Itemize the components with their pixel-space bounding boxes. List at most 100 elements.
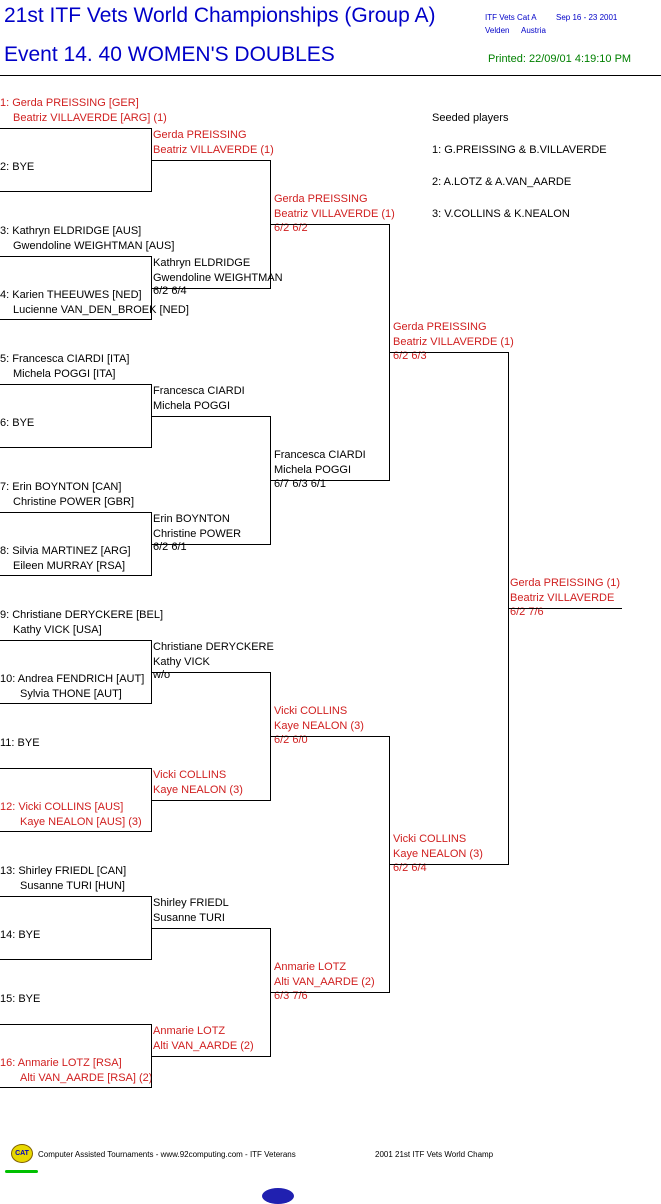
match-score: 6/2 6/1	[153, 541, 187, 553]
bracket-line	[0, 1024, 151, 1025]
entrant-name: 3: Kathryn ELDRIDGE [AUS]	[0, 225, 142, 237]
qualifier-name: Anmarie LOTZ	[274, 961, 347, 973]
entrant-name: 14: BYE	[0, 929, 41, 941]
seed-item: 2: A.LOTZ & A.VAN_AARDE	[432, 176, 572, 188]
bracket-line	[151, 416, 270, 417]
bracket-line	[270, 480, 389, 481]
bracket-line	[151, 288, 270, 289]
champion-partner: Beatriz VILLAVERDE	[510, 592, 615, 604]
bracket-line	[0, 1087, 151, 1088]
entrant-partner: Kathy VICK [USA]	[13, 624, 102, 636]
logo-underline	[5, 1170, 38, 1173]
event-title: Event 14. 40 WOMEN'S DOUBLES	[4, 43, 335, 66]
qualifier-partner: Christine POWER	[153, 528, 242, 540]
qualifier-partner: Kathy VICK	[153, 656, 210, 668]
semifinal-winner-partner: Beatriz VILLAVERDE (1)	[393, 336, 514, 348]
entrant-name: 2: BYE	[0, 161, 35, 173]
qualifier-name: Christiane DERYCKERE	[153, 641, 274, 653]
entrant-name: 9: Christiane DERYCKERE [BEL]	[0, 609, 164, 621]
bracket-line	[0, 319, 151, 320]
qualifier-partner: Michela POGGI	[274, 464, 352, 476]
bracket-line	[151, 672, 270, 673]
tournament-title: 21st ITF Vets World Championships (Group…	[4, 4, 436, 27]
qualifier-partner: Alti VAN_AARDE (2)	[153, 1040, 254, 1052]
bracket-line	[151, 160, 270, 161]
bracket-line	[508, 608, 622, 609]
entrant-name: 7: Erin BOYNTON [CAN]	[0, 481, 122, 493]
entrant-partner: Alti VAN_AARDE [RSA] (2)	[20, 1072, 153, 1084]
bracket-line	[0, 959, 151, 960]
qualifier-name: Kathryn ELDRIDGE	[153, 257, 251, 269]
bracket-line	[0, 191, 151, 192]
entrant-partner: Sylvia THONE [AUT]	[20, 688, 122, 700]
qualifier-name: Gerda PREISSING	[153, 129, 247, 141]
qualifier-partner: Beatriz VILLAVERDE (1)	[153, 144, 274, 156]
match-score: 6/2 6/3	[393, 350, 427, 362]
entrant-partner: Gwendoline WEIGHTMAN [AUS]	[13, 240, 175, 252]
qualifier-name: Erin BOYNTON	[153, 513, 230, 525]
entrant-partner: Beatriz VILLAVERDE [ARG] (1)	[13, 112, 167, 124]
seed-item: 1: G.PREISSING & B.VILLAVERDE	[432, 144, 607, 156]
country-label: Austria	[521, 26, 546, 35]
qualifier-partner: Susanne TURI	[153, 912, 225, 924]
bracket-line	[270, 992, 389, 993]
bracket-line	[270, 224, 389, 225]
entrant-name: 1: Gerda PREISSING [GER]	[0, 97, 139, 109]
entrant-partner: Susanne TURI [HUN]	[20, 880, 125, 892]
match-score: 6/2 6/4	[153, 285, 187, 297]
entrant-name: 11: BYE	[0, 737, 40, 749]
qualifier-name: Vicki COLLINS	[274, 705, 348, 717]
bracket-line	[0, 256, 151, 257]
entrant-name: 8: Silvia MARTINEZ [ARG]	[0, 545, 131, 557]
header-divider	[0, 75, 661, 76]
qualifier-partner: Kaye NEALON (3)	[153, 784, 243, 796]
entrant-name: 4: Karien THEEUWES [NED]	[0, 289, 142, 301]
cat-logo: CAT	[11, 1144, 33, 1163]
entrant-name: 10: Andrea FENDRICH [AUT]	[0, 673, 145, 685]
printed-timestamp: Printed: 22/09/01 4:19:10 PM	[488, 53, 632, 65]
match-score: 6/2 6/0	[274, 734, 308, 746]
match-score: w/o	[153, 669, 171, 681]
dates-label: Sep 16 - 23 2001	[556, 13, 618, 22]
bracket-line	[389, 352, 508, 353]
qualifier-name: Francesca CIARDI	[274, 449, 366, 461]
entrant-partner: Kaye NEALON [AUS] (3)	[20, 816, 142, 828]
bracket-line	[0, 575, 151, 576]
entrant-partner: Christine POWER [GBR]	[13, 496, 135, 508]
match-score: 6/3 7/6	[274, 990, 308, 1002]
bracket-line	[0, 447, 151, 448]
bracket-line	[389, 864, 508, 865]
city-label: Velden	[485, 26, 510, 35]
bracket-line	[0, 896, 151, 897]
qualifier-name: Francesca CIARDI	[153, 385, 245, 397]
champion-name: Gerda PREISSING (1)	[510, 577, 621, 589]
qualifier-partner: Kaye NEALON (3)	[274, 720, 364, 732]
qualifier-partner: Gwendoline WEIGHTMAN	[153, 272, 283, 284]
semifinal-winner-name: Vicki COLLINS	[393, 833, 467, 845]
qualifier-partner: Michela POGGI	[153, 400, 231, 412]
match-score: 6/7 6/3 6/1	[274, 478, 326, 490]
entrant-partner: Michela POGGI [ITA]	[13, 368, 116, 380]
bracket-line	[0, 384, 151, 385]
bracket-line	[0, 768, 151, 769]
bracket-line	[151, 928, 270, 929]
seeded-heading: Seeded players	[432, 112, 509, 124]
bracket-line	[151, 1056, 270, 1057]
entrant-name: 13: Shirley FRIEDL [CAN]	[0, 865, 127, 877]
entrant-name: 12: Vicki COLLINS [AUS]	[0, 801, 124, 813]
entrant-name: 6: BYE	[0, 417, 35, 429]
bracket-line	[0, 128, 151, 129]
qualifier-name: Gerda PREISSING	[274, 193, 368, 205]
qualifier-partner: Alti VAN_AARDE (2)	[274, 976, 375, 988]
semifinal-winner-partner: Kaye NEALON (3)	[393, 848, 483, 860]
page-logo-icon	[262, 1188, 294, 1204]
match-score: 6/2 6/4	[393, 862, 427, 874]
footer-credit: Computer Assisted Tournaments - www.92co…	[38, 1150, 296, 1159]
bracket-line	[270, 736, 389, 737]
qualifier-partner: Beatriz VILLAVERDE (1)	[274, 208, 395, 220]
bracket-line	[0, 512, 151, 513]
qualifier-name: Shirley FRIEDL	[153, 897, 229, 909]
bracket-line	[0, 703, 151, 704]
bracket-line	[0, 831, 151, 832]
entrant-name: 5: Francesca CIARDI [ITA]	[0, 353, 130, 365]
